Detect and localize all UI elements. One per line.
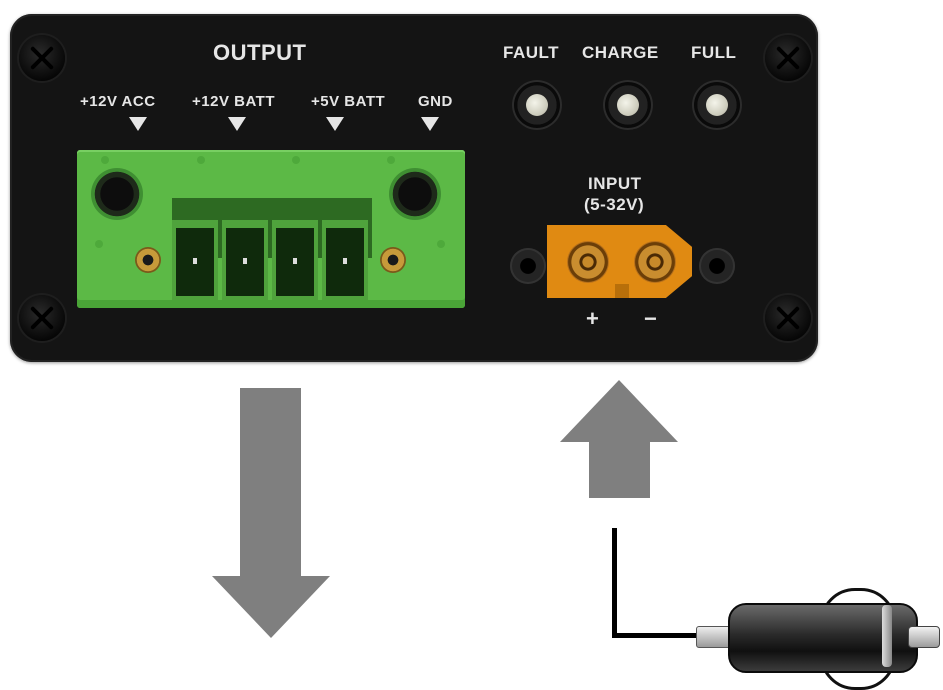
plug-tip xyxy=(908,626,940,648)
panel-mount-hole xyxy=(699,248,735,284)
brass-insert xyxy=(135,247,161,273)
pin-pointer-icon xyxy=(228,117,246,131)
terminal-socket[interactable] xyxy=(322,220,368,300)
phillips-screw-icon xyxy=(19,295,65,341)
socket-pin xyxy=(293,258,297,264)
terminal-dot xyxy=(292,156,300,164)
led-label-charge: CHARGE xyxy=(582,43,659,62)
power-cable xyxy=(612,633,700,638)
phillips-screw-icon xyxy=(765,35,811,81)
terminal-socket[interactable] xyxy=(272,220,318,300)
panel-mount-hole xyxy=(510,248,546,284)
power-cable xyxy=(612,528,617,638)
terminal-dot xyxy=(387,156,395,164)
up-arrow-shaft xyxy=(589,440,650,498)
terminal-dot xyxy=(437,240,445,248)
down-arrow-icon xyxy=(240,388,301,580)
fault-led xyxy=(512,80,562,130)
output-title: OUTPUT xyxy=(213,40,307,65)
phillips-screw-icon xyxy=(19,35,65,81)
terminal-socket[interactable] xyxy=(222,220,268,300)
socket-pin xyxy=(193,258,197,264)
xt60-negative-terminal[interactable] xyxy=(634,241,676,283)
xt60-key-tab xyxy=(615,284,629,298)
mounting-screw-hole xyxy=(91,168,143,220)
full-led xyxy=(692,80,742,130)
up-arrow-icon xyxy=(560,380,678,442)
phillips-screw-icon xyxy=(765,295,811,341)
polarity-minus: − xyxy=(644,306,657,331)
pin-pointer-icon xyxy=(129,117,147,131)
pin-pointer-icon xyxy=(421,117,439,131)
charge-led xyxy=(603,80,653,130)
output-label-5v-batt: +5V BATT xyxy=(311,93,386,110)
socket-pin xyxy=(343,258,347,264)
output-label-12v-batt: +12V BATT xyxy=(192,93,275,110)
down-arrow-head xyxy=(212,576,330,638)
terminal-dot xyxy=(197,156,205,164)
plug-contact-stripe xyxy=(882,605,892,667)
led-label-fault: FAULT xyxy=(503,43,560,62)
pin-pointer-icon xyxy=(326,117,344,131)
socket-pin xyxy=(243,258,247,264)
output-label-gnd: GND xyxy=(418,93,453,110)
polarity-plus: + xyxy=(586,306,599,331)
output-terminal-block[interactable] xyxy=(77,150,465,308)
terminal-dot xyxy=(101,156,109,164)
input-title: INPUT xyxy=(588,174,642,193)
xt60-positive-terminal[interactable] xyxy=(567,241,609,283)
output-label-12v-acc: +12V ACC xyxy=(80,93,156,110)
terminal-socket[interactable] xyxy=(172,220,218,300)
input-range: (5-32V) xyxy=(584,195,645,214)
terminal-dot xyxy=(95,240,103,248)
mounting-screw-hole xyxy=(389,168,441,220)
brass-insert xyxy=(380,247,406,273)
led-label-full: FULL xyxy=(691,43,737,62)
